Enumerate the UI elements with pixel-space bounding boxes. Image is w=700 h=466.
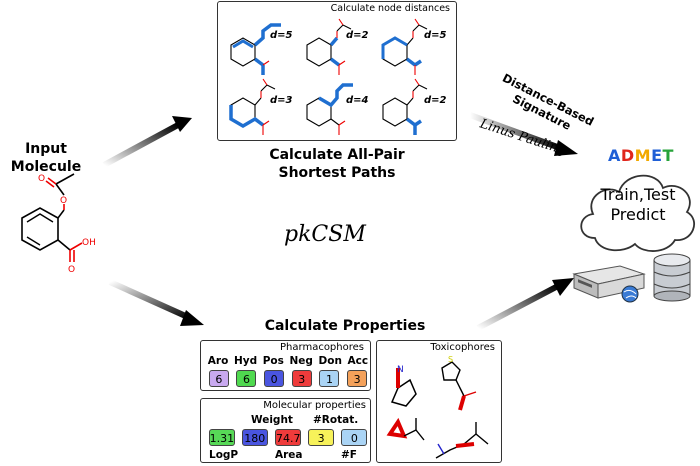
distances-panel: Calculate node distances xyxy=(217,1,457,141)
pharmacophore-values: 6 6 0 3 1 3 xyxy=(205,370,371,387)
caption-line2: Shortest Paths xyxy=(278,165,396,181)
label-rotatable: #Rotat. xyxy=(313,414,359,426)
admet-letter-a: A xyxy=(608,146,621,165)
epoxide-structure xyxy=(386,417,425,441)
hydroxyl-label: OH xyxy=(82,238,96,248)
shortest-paths-caption: Calculate All-Pair Shortest Paths xyxy=(237,146,437,182)
pharmacophores-title: Pharmacophores xyxy=(280,342,364,353)
label-aro: Aro xyxy=(207,355,229,367)
input-title-line2: Molecule xyxy=(10,159,82,175)
admet-letter-t: T xyxy=(662,146,674,165)
distance-label-5: d=4 xyxy=(346,95,369,106)
label-f: #F xyxy=(341,449,357,461)
molecular-properties-title: Molecular properties xyxy=(263,400,366,411)
input-molecule-title: Input Molecule xyxy=(6,140,86,176)
pharmacophore-labels: Aro Hyd Pos Neg Don Acc xyxy=(205,355,371,367)
label-neg: Neg xyxy=(289,355,313,367)
distance-label-2: d=2 xyxy=(346,30,369,41)
label-weight: Weight xyxy=(251,414,293,426)
distance-label-6: d=2 xyxy=(424,95,447,106)
properties-title: Calculate Properties xyxy=(264,318,426,334)
label-logp: LogP xyxy=(209,449,239,461)
distances-panel-title: Calculate node distances xyxy=(330,3,450,14)
admet-letter-e: E xyxy=(651,146,663,165)
value-fluorine: 0 xyxy=(341,429,368,446)
input-molecule-structure: O O OH O xyxy=(21,173,96,275)
toxicophore-structures: N S xyxy=(386,355,489,459)
sulfur-label: S xyxy=(448,355,453,364)
value-don: 1 xyxy=(319,370,340,387)
admet-letter-d: D xyxy=(620,146,635,165)
distance-label-1: d=5 xyxy=(270,30,293,41)
toxicophores-title: Toxicophores xyxy=(430,342,495,353)
label-don: Don xyxy=(318,355,342,367)
distance-molecule-1 xyxy=(230,23,281,75)
distance-molecule-6 xyxy=(382,78,428,135)
pharmacophores-panel: Pharmacophores Aro Hyd Pos Neg Don Acc 6… xyxy=(200,340,371,391)
distance-molecule-4 xyxy=(229,78,276,135)
cloud-line2: Predict xyxy=(610,205,666,224)
label-acc: Acc xyxy=(347,355,369,367)
pharmacophore-items: Aro Hyd Pos Neg Don Acc 6 6 0 3 1 3 xyxy=(205,355,371,387)
distance-molecule-grid xyxy=(229,18,428,135)
carbonyl-oxygen-label: O xyxy=(38,174,45,184)
alkyl-chain-structure xyxy=(435,422,489,459)
cloud-shape xyxy=(580,174,695,252)
value-logp: 1.31 xyxy=(208,429,235,446)
cloud-line1: Train,Test xyxy=(600,185,676,204)
database-icon xyxy=(653,253,691,302)
thiophene-structure: S xyxy=(441,355,477,411)
admet-letter-m: M xyxy=(634,146,652,165)
value-pos: 0 xyxy=(264,370,285,387)
acid-oxygen-label: O xyxy=(68,265,75,275)
value-acc: 3 xyxy=(347,370,368,387)
distance-molecule-3 xyxy=(381,18,428,75)
server-icon xyxy=(572,265,646,303)
toxicophores-panel: Toxicophores xyxy=(376,340,502,463)
distance-label-3: d=5 xyxy=(424,30,447,41)
input-title-line1: Input xyxy=(25,141,67,157)
value-weight: 180 xyxy=(241,429,268,446)
molecular-values: 1.31 180 74.7 3 0 xyxy=(205,429,371,446)
cloud-text: Train,Test Predict xyxy=(588,185,688,225)
ester-oxygen-label: O xyxy=(60,196,67,206)
label-area: Area xyxy=(275,449,303,461)
pyrrolidine-structure: N xyxy=(390,365,417,407)
admet-logo: ADMET xyxy=(608,146,674,165)
caption-line1: Calculate All-Pair xyxy=(269,147,405,163)
distance-molecule-5 xyxy=(306,83,353,135)
label-hyd: Hyd xyxy=(233,355,258,367)
value-rotatable: 3 xyxy=(308,429,335,446)
distance-label-4: d=3 xyxy=(270,95,293,106)
distance-molecule-2 xyxy=(306,18,352,75)
value-hyd: 6 xyxy=(236,370,257,387)
label-pos: Pos xyxy=(262,355,284,367)
nitrogen-label: N xyxy=(397,365,404,375)
value-neg: 3 xyxy=(291,370,312,387)
value-aro: 6 xyxy=(208,370,229,387)
molecular-properties-panel: Molecular properties Weight #Rotat. 1.31… xyxy=(200,398,371,463)
value-area: 74.7 xyxy=(274,429,301,446)
pkcsm-brand: pkCSM xyxy=(284,222,366,247)
